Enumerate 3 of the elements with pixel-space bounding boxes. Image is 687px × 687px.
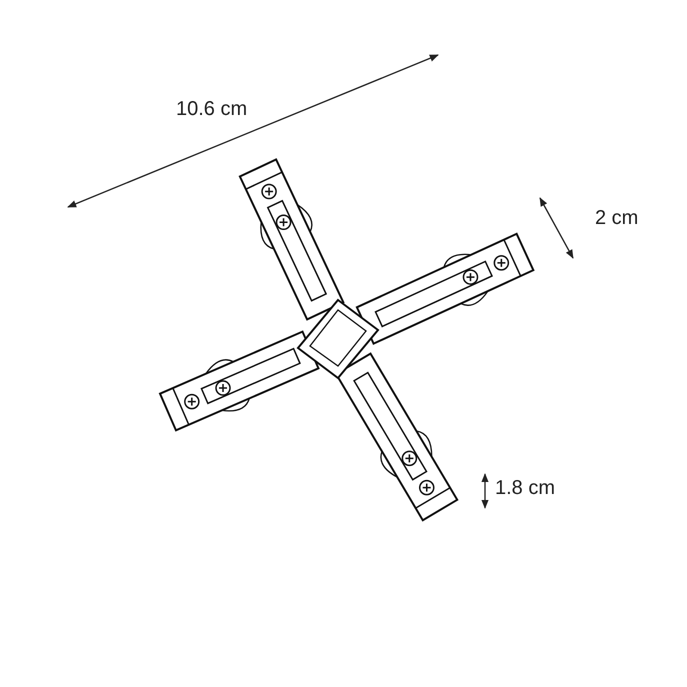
dimension-label: 10.6 cm [176,98,248,121]
dimension-label: 1.8 cm [495,477,556,500]
dimension-label: 2 cm [595,207,638,230]
